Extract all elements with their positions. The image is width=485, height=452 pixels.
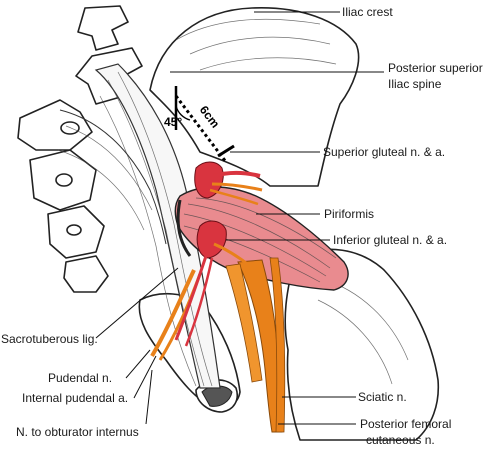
labels: Iliac crest Posterior superior Iliac spi… xyxy=(1,5,483,447)
piriformis-muscle xyxy=(174,186,349,291)
label-post-femoral-line1: Posterior femoral xyxy=(360,417,451,431)
label-iliac-crest: Iliac crest xyxy=(342,5,393,19)
label-pudendal: Pudendal n. xyxy=(48,371,112,385)
label-superior-gluteal: Superior gluteal n. & a. xyxy=(323,145,445,159)
posterior-femoral-cutaneous-nerve xyxy=(269,257,286,433)
label-sacrotuberous: Sacrotuberous lig. xyxy=(1,332,98,346)
ilium xyxy=(149,7,360,187)
label-sciatic: Sciatic n. xyxy=(358,390,407,404)
sacrum xyxy=(17,5,143,293)
label-piriformis: Piriformis xyxy=(324,207,374,221)
label-post-femoral-line2: cutaneous n. xyxy=(366,433,435,447)
label-inferior-gluteal: Inferior gluteal n. & a. xyxy=(333,233,447,247)
leader-lines xyxy=(95,11,384,425)
superior-gluteal-vessels xyxy=(194,161,263,206)
label-internal-pudendal: Internal pudendal a. xyxy=(22,391,128,405)
inferior-gluteal-vessels xyxy=(174,220,251,347)
angle-label: 45° xyxy=(164,115,182,129)
femur xyxy=(284,248,440,441)
label-psis-line1: Posterior superior xyxy=(388,61,483,75)
label-psis-line2: Iliac spine xyxy=(388,77,442,91)
label-obturator-internus: N. to obturator internus xyxy=(16,425,139,439)
